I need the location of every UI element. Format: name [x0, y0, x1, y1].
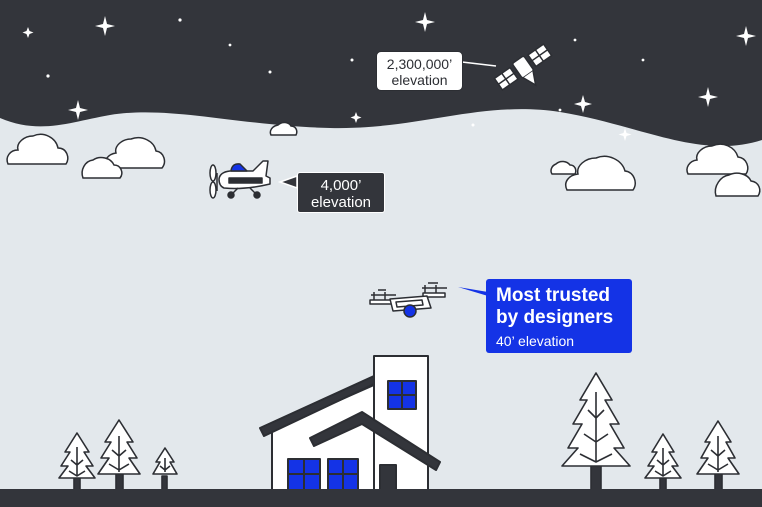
- cloud-icon: [103, 137, 166, 169]
- pine-tree-icon: [561, 372, 631, 491]
- satellite-elevation-unit: elevation: [391, 72, 448, 89]
- star-icon: [698, 87, 718, 107]
- drone-headline-line1: Most trusted: [496, 285, 610, 306]
- plane-elevation-value: 4,000’: [320, 177, 362, 194]
- star-icon: [22, 27, 34, 38]
- plane-elevation-callout: 4,000’ elevation: [297, 172, 385, 213]
- satellite-elevation-value: 2,300,000’: [386, 56, 453, 72]
- satellite-elevation-callout: 2,300,000’ elevation: [376, 51, 463, 91]
- star-icon: [350, 112, 362, 123]
- star-icon: [618, 128, 632, 141]
- pine-tree-icon: [152, 447, 178, 491]
- star-icon: [736, 26, 756, 46]
- ground: [0, 489, 762, 507]
- cloud-icon: [565, 155, 636, 191]
- satellite-pointer: [461, 61, 497, 67]
- airplane-icon: [209, 160, 271, 199]
- pine-tree-icon: [696, 420, 740, 491]
- plane-pointer: [277, 174, 298, 190]
- plane-elevation-unit: elevation: [310, 194, 372, 212]
- drone-elevation-callout: Most trusted by designers 40’ elevation: [486, 279, 632, 353]
- cloud-icon: [269, 121, 298, 136]
- cloud-icon: [6, 133, 69, 165]
- trees: [58, 372, 740, 491]
- pine-tree-icon: [58, 432, 96, 491]
- cloud-icon: [81, 156, 123, 179]
- drone-headline-line2: by designers: [496, 306, 614, 328]
- drone-icon: [369, 282, 447, 318]
- pine-tree-icon: [644, 433, 682, 491]
- drone-elevation-value: 40’ elevation: [496, 332, 575, 349]
- satellite-icon: [493, 43, 553, 91]
- pine-tree-icon: [97, 419, 141, 491]
- drone-pointer: [458, 287, 488, 296]
- cloud-icon: [686, 143, 749, 175]
- stars: [22, 12, 756, 141]
- cloud-icon: [714, 172, 761, 197]
- star-icon: [574, 95, 592, 113]
- star-icon: [95, 16, 115, 36]
- cloud-icon: [550, 160, 577, 175]
- house-icon: [259, 355, 441, 491]
- star-icon: [68, 100, 88, 120]
- clouds: [6, 121, 761, 197]
- star-icon: [415, 12, 435, 32]
